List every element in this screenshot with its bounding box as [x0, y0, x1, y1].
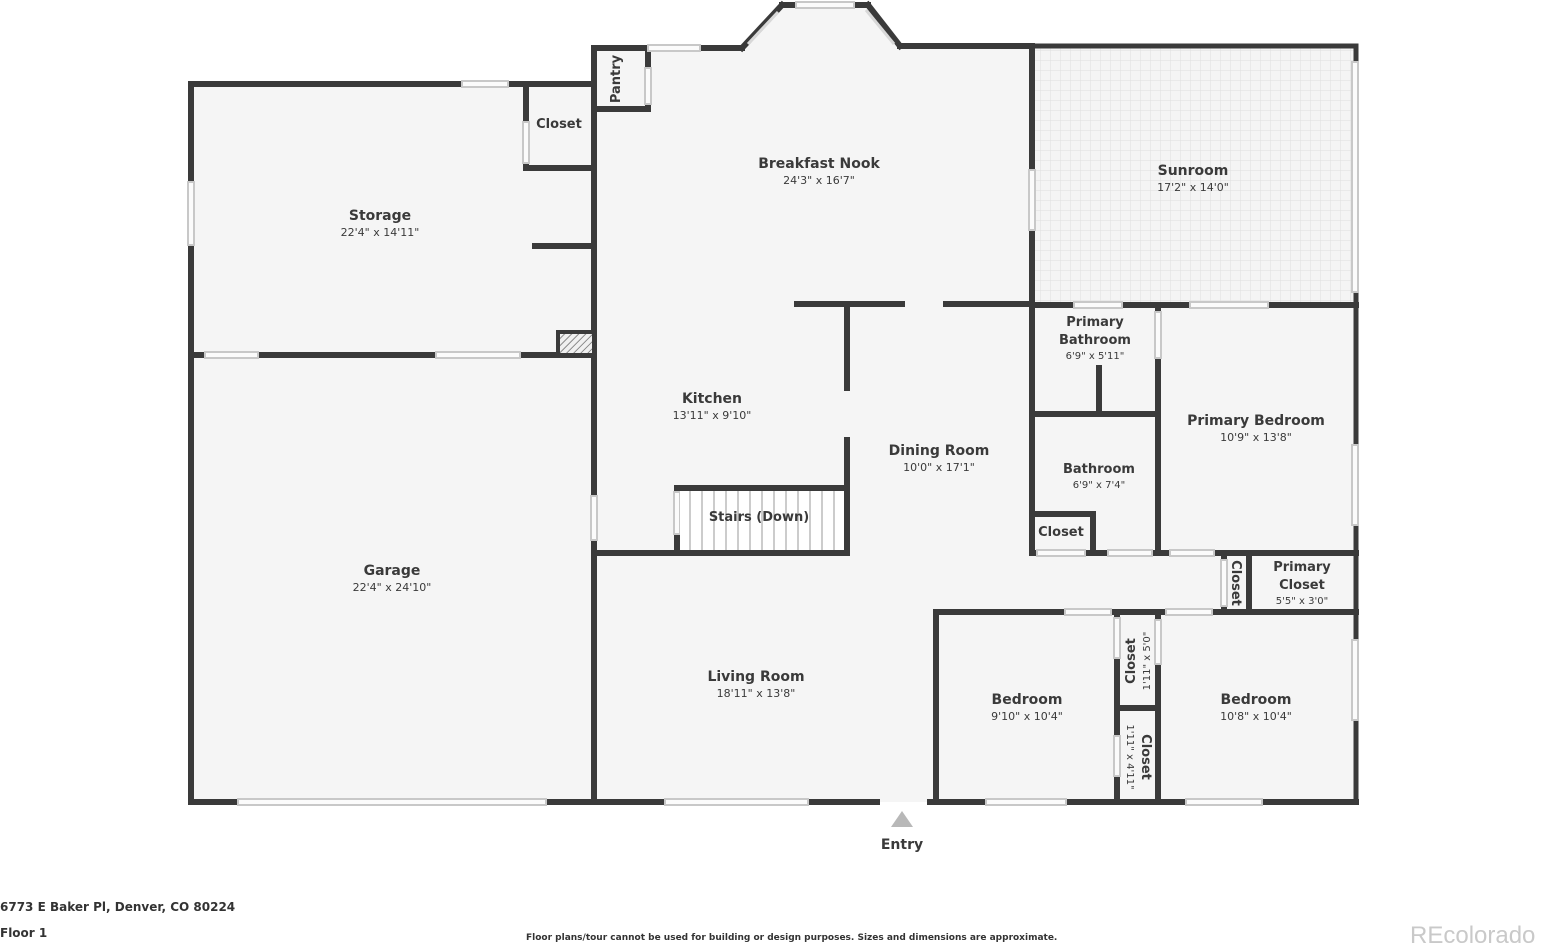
stairs-name: Stairs (Down)	[709, 510, 809, 525]
bathroom-name: Bathroom	[1063, 462, 1135, 477]
bedroom-1-closet-dim: 1'11" x 5'0"	[1142, 632, 1153, 691]
primary-bedroom-name: Primary Bedroom	[1187, 413, 1325, 429]
storage-dim: 22'4" x 14'11"	[341, 226, 420, 239]
entry-label: Entry	[881, 837, 923, 853]
bedroom-1-closet-name: Closet	[1124, 638, 1139, 684]
bedroom-2-dim: 10'8" x 10'4"	[1220, 710, 1292, 723]
breakfast-nook-name: Breakfast Nook	[758, 156, 880, 172]
chimney-hatch	[560, 334, 592, 353]
bedroom-1-dim: 9'10" x 10'4"	[991, 710, 1063, 723]
stairs-treads	[680, 491, 844, 550]
kitchen-dim: 13'11" x 9'10"	[673, 409, 752, 422]
kitchen-name: Kitchen	[682, 391, 742, 407]
bedroom-2-name: Bedroom	[1221, 692, 1292, 708]
primary-bathroom-dim: 6'9" x 5'11"	[1066, 351, 1125, 362]
hall-closet-name: Closet	[1228, 560, 1243, 606]
pantry-name: Pantry	[609, 54, 624, 103]
primary-bathroom-name-2: Bathroom	[1059, 333, 1131, 348]
living-room-dim: 18'11" x 13'8"	[717, 687, 796, 700]
address-label: 6773 E Baker Pl, Denver, CO 80224	[0, 900, 236, 914]
garage-dim: 22'4" x 24'10"	[353, 581, 432, 594]
garage-name: Garage	[364, 563, 421, 579]
bay-window-right	[864, 9, 896, 45]
primary-bathroom-name-1: Primary	[1066, 315, 1124, 330]
bath-closet-name: Closet	[1038, 525, 1084, 540]
bathroom-dim: 6'9" x 7'4"	[1073, 480, 1125, 491]
dining-room-name: Dining Room	[889, 443, 990, 459]
living-room-name: Living Room	[707, 669, 804, 685]
sunroom-name: Sunroom	[1158, 163, 1229, 179]
breakfast-nook-dim: 24'3" x 16'7"	[783, 174, 855, 187]
primary-closet-name-1: Primary	[1273, 560, 1331, 575]
bedroom-2-closet-name: Closet	[1138, 734, 1153, 780]
brand-watermark: REcolorado	[1410, 922, 1536, 949]
storage-closet-name: Closet	[536, 117, 582, 132]
bedroom-2-closet-dim: 1'11" x 4'11"	[1124, 724, 1135, 789]
room-labels: Breakfast Nook 24'3" x 16'7" Sunroom 17'…	[341, 54, 1332, 789]
dining-room-dim: 10'0" x 17'1"	[903, 461, 975, 474]
bedroom-1-name: Bedroom	[992, 692, 1063, 708]
storage-name: Storage	[349, 208, 411, 224]
disclaimer-text: Floor plans/tour cannot be used for buil…	[526, 933, 1058, 943]
windows	[187, 1, 1359, 806]
primary-closet-name-2: Closet	[1279, 578, 1325, 593]
entry-arrow-icon	[891, 811, 913, 827]
sunroom-dim: 17'2" x 14'0"	[1157, 181, 1229, 194]
primary-closet-dim: 5'5" x 3'0"	[1276, 596, 1328, 607]
sunroom-tile-floor	[1032, 45, 1356, 305]
primary-bedroom-dim: 10'9" x 13'8"	[1220, 431, 1292, 444]
floor-label: Floor 1	[0, 926, 48, 940]
bay-window-left	[746, 10, 780, 46]
